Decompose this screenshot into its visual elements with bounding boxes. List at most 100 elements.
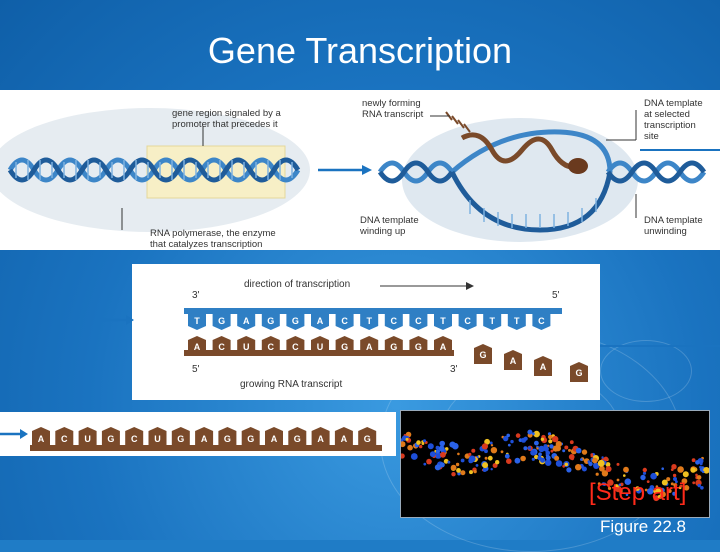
svg-text:C: C bbox=[391, 316, 398, 326]
atom-dot bbox=[682, 471, 689, 478]
transcript-base-tile: C bbox=[55, 427, 74, 449]
atom-dot bbox=[605, 462, 611, 467]
atom-dot bbox=[695, 460, 700, 465]
ripple-decoration bbox=[600, 340, 692, 402]
transcript-base-tile: G bbox=[288, 427, 307, 449]
svg-text:G: G bbox=[177, 434, 184, 444]
atom-dot bbox=[531, 457, 535, 461]
svg-text:A: A bbox=[317, 316, 324, 326]
atom-dot bbox=[423, 462, 427, 466]
atom-dot bbox=[443, 458, 449, 464]
dna-base-tile: T bbox=[483, 310, 502, 330]
atom-dot bbox=[675, 480, 678, 484]
svg-text:A: A bbox=[510, 356, 517, 366]
atom-dot bbox=[460, 458, 465, 463]
atom-dot bbox=[435, 445, 440, 450]
dna-base-tile: T bbox=[507, 310, 526, 330]
atom-dot bbox=[506, 433, 510, 438]
atom-dot bbox=[696, 475, 702, 480]
atom-dot bbox=[597, 482, 601, 486]
atom-dot bbox=[642, 471, 647, 475]
svg-text:A: A bbox=[201, 434, 208, 444]
atom-dot bbox=[691, 458, 696, 463]
svg-text:C: C bbox=[268, 342, 275, 352]
atom-dot bbox=[523, 446, 528, 451]
atom-dot bbox=[601, 470, 609, 477]
free-nucleotide-tile: G bbox=[474, 344, 492, 364]
svg-text:A: A bbox=[540, 362, 547, 372]
atom-dot bbox=[702, 470, 705, 474]
atom-dot bbox=[575, 464, 582, 471]
atom-dot bbox=[661, 479, 668, 486]
atom-dot bbox=[549, 444, 554, 449]
dna-base-tile: C bbox=[384, 310, 403, 330]
svg-text:G: G bbox=[247, 434, 254, 444]
atom-dot bbox=[666, 477, 671, 482]
step-art-label: [Step art] bbox=[589, 479, 687, 506]
atom-dot bbox=[681, 478, 688, 484]
atom-dot bbox=[624, 478, 632, 485]
atom-dot bbox=[580, 458, 583, 461]
atom-dot bbox=[552, 435, 559, 443]
svg-text:A: A bbox=[194, 342, 201, 352]
helix-panel: gene region signaled by a promoter that … bbox=[0, 90, 720, 250]
svg-text:G: G bbox=[267, 316, 274, 326]
atom-dot bbox=[690, 467, 696, 473]
growing-rna-label: growing RNA transcript bbox=[240, 379, 343, 390]
atom-dot bbox=[646, 480, 650, 483]
atom-dot bbox=[635, 486, 640, 491]
atom-dot bbox=[564, 445, 569, 450]
atom-dot bbox=[655, 488, 661, 494]
atom-dot bbox=[595, 472, 599, 476]
atom-dot bbox=[597, 459, 605, 467]
atom-dot bbox=[455, 462, 460, 467]
atom-dot bbox=[473, 469, 477, 474]
transcript-base-tile: A bbox=[311, 427, 330, 449]
atom-dot bbox=[487, 455, 493, 461]
atom-dot bbox=[421, 442, 425, 445]
rna-base-tile: A bbox=[360, 336, 379, 356]
atom-dot bbox=[514, 457, 521, 464]
atom-dot bbox=[566, 467, 572, 473]
atom-dot bbox=[677, 466, 684, 473]
atom-dot bbox=[618, 483, 622, 487]
atom-dot bbox=[401, 441, 406, 448]
rna-base-tile: C bbox=[261, 336, 280, 356]
atom-dot bbox=[614, 484, 619, 489]
atom-dot bbox=[515, 433, 521, 438]
dna-base-tile: G bbox=[261, 310, 280, 330]
atom-dot bbox=[601, 482, 606, 486]
atom-dot bbox=[533, 430, 540, 438]
atom-dot bbox=[564, 462, 569, 467]
atom-dot bbox=[440, 451, 446, 458]
svg-text:A: A bbox=[243, 316, 250, 326]
atom-dot bbox=[500, 450, 504, 454]
label-unwinding: DNA template unwinding bbox=[644, 215, 703, 237]
svg-text:U: U bbox=[243, 342, 250, 352]
svg-text:U: U bbox=[84, 434, 91, 444]
atom-dot bbox=[581, 466, 587, 472]
atom-dot bbox=[460, 470, 466, 476]
atom-dot bbox=[438, 445, 445, 452]
atom-dot bbox=[548, 439, 553, 444]
atom-dot bbox=[484, 449, 488, 454]
atom-dot bbox=[697, 483, 701, 488]
atom-dot bbox=[538, 452, 542, 457]
atom-dot bbox=[534, 440, 539, 446]
atom-dot bbox=[469, 470, 473, 475]
svg-text:U: U bbox=[154, 434, 161, 444]
rna-base-tile: C bbox=[212, 336, 231, 356]
atom-dot bbox=[623, 474, 626, 477]
atom-dot bbox=[426, 458, 432, 465]
label-newly-forming: newly forming RNA transcript bbox=[362, 98, 424, 120]
atom-dot bbox=[679, 484, 683, 488]
svg-text:G: G bbox=[218, 316, 225, 326]
prime-bottom-left: 5' bbox=[192, 364, 200, 375]
atom-dot bbox=[435, 449, 440, 454]
atom-dot bbox=[562, 464, 566, 468]
atom-dot bbox=[482, 467, 487, 472]
atom-dot bbox=[468, 455, 476, 463]
svg-text:G: G bbox=[341, 342, 348, 352]
